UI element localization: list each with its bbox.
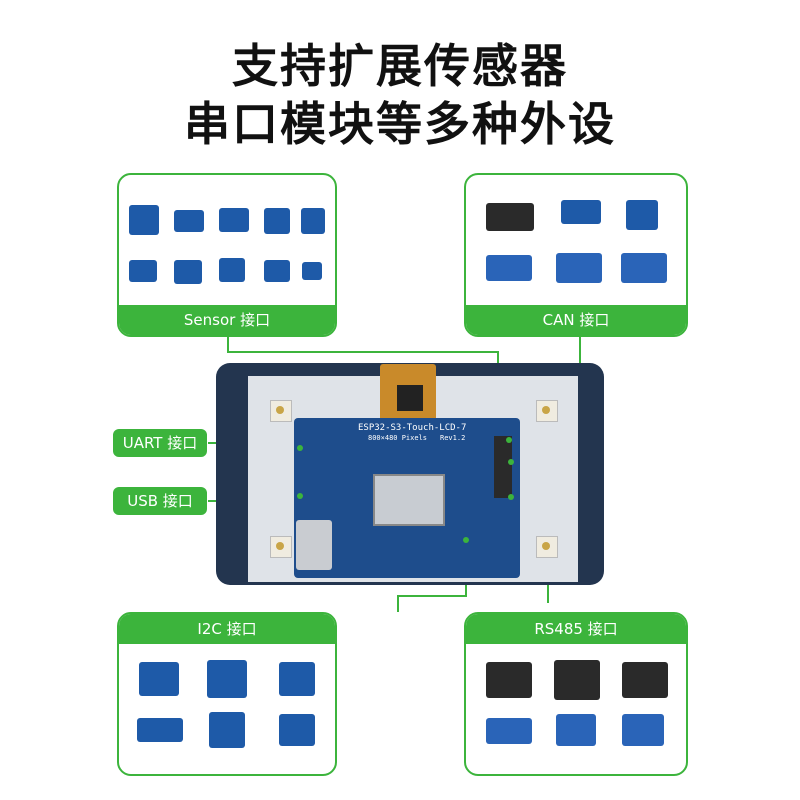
can-interface-label: CAN 接口 xyxy=(466,305,686,335)
sensor-module xyxy=(219,258,245,282)
i2c-module xyxy=(279,714,315,746)
connection-point xyxy=(463,537,469,543)
can-module xyxy=(556,253,602,283)
sensor-module xyxy=(302,262,322,280)
can-interface-panel: CAN 接口 xyxy=(464,173,688,337)
connection-point xyxy=(297,445,303,451)
connection-point xyxy=(508,494,514,500)
can-module xyxy=(486,203,534,231)
standoff xyxy=(536,400,558,422)
sensor-module xyxy=(264,260,290,282)
i2c-module xyxy=(209,712,245,748)
sensor-module xyxy=(129,260,157,282)
esp32-s3-module xyxy=(296,520,332,570)
standoff xyxy=(270,536,292,558)
standoff xyxy=(536,536,558,558)
rs485-module xyxy=(622,714,664,746)
rs485-interface-label: RS485 接口 xyxy=(466,614,686,644)
sensor-module xyxy=(301,208,325,234)
board-revision: Rev1.2 xyxy=(440,434,466,442)
sensor-module xyxy=(129,205,159,235)
can-module xyxy=(561,200,601,224)
display-connector xyxy=(373,474,445,526)
headline-line-2: 串口模块等多种外设 xyxy=(184,97,616,151)
sensor-module xyxy=(174,260,202,284)
connection-point xyxy=(297,493,303,499)
sensor-interface-label: Sensor 接口 xyxy=(119,305,335,335)
sensor-module xyxy=(264,208,290,234)
rs485-module xyxy=(622,662,668,698)
i2c-interface-panel: I2C 接口 xyxy=(117,612,337,776)
rs485-module xyxy=(556,714,596,746)
touch-chip xyxy=(397,385,423,411)
can-module xyxy=(486,255,532,281)
rs485-interface-panel: RS485 接口 xyxy=(464,612,688,776)
sensor-module xyxy=(219,208,249,232)
i2c-module xyxy=(279,662,315,696)
uart-interface-label: UART 接口 xyxy=(113,429,207,457)
rs485-module xyxy=(486,718,532,744)
rs485-module xyxy=(554,660,600,700)
sensor-interface-panel: Sensor 接口 xyxy=(117,173,337,337)
headline-line-1: 支持扩展传感器 xyxy=(232,39,568,93)
i2c-module xyxy=(207,660,247,698)
board-name: ESP32-S3-Touch-LCD-7 xyxy=(358,423,467,433)
can-module xyxy=(626,200,658,230)
i2c-module xyxy=(139,662,179,696)
can-module xyxy=(621,253,667,283)
i2c-module xyxy=(137,718,183,742)
board-resolution: 800×480 Pixels xyxy=(368,434,428,442)
connection-point xyxy=(506,437,512,443)
standoff xyxy=(270,400,292,422)
sensor-module xyxy=(174,210,204,232)
i2c-interface-label: I2C 接口 xyxy=(119,614,335,644)
connection-point xyxy=(508,459,514,465)
pin-header xyxy=(494,436,512,498)
usb-interface-label: USB 接口 xyxy=(113,487,207,515)
rs485-module xyxy=(486,662,532,698)
